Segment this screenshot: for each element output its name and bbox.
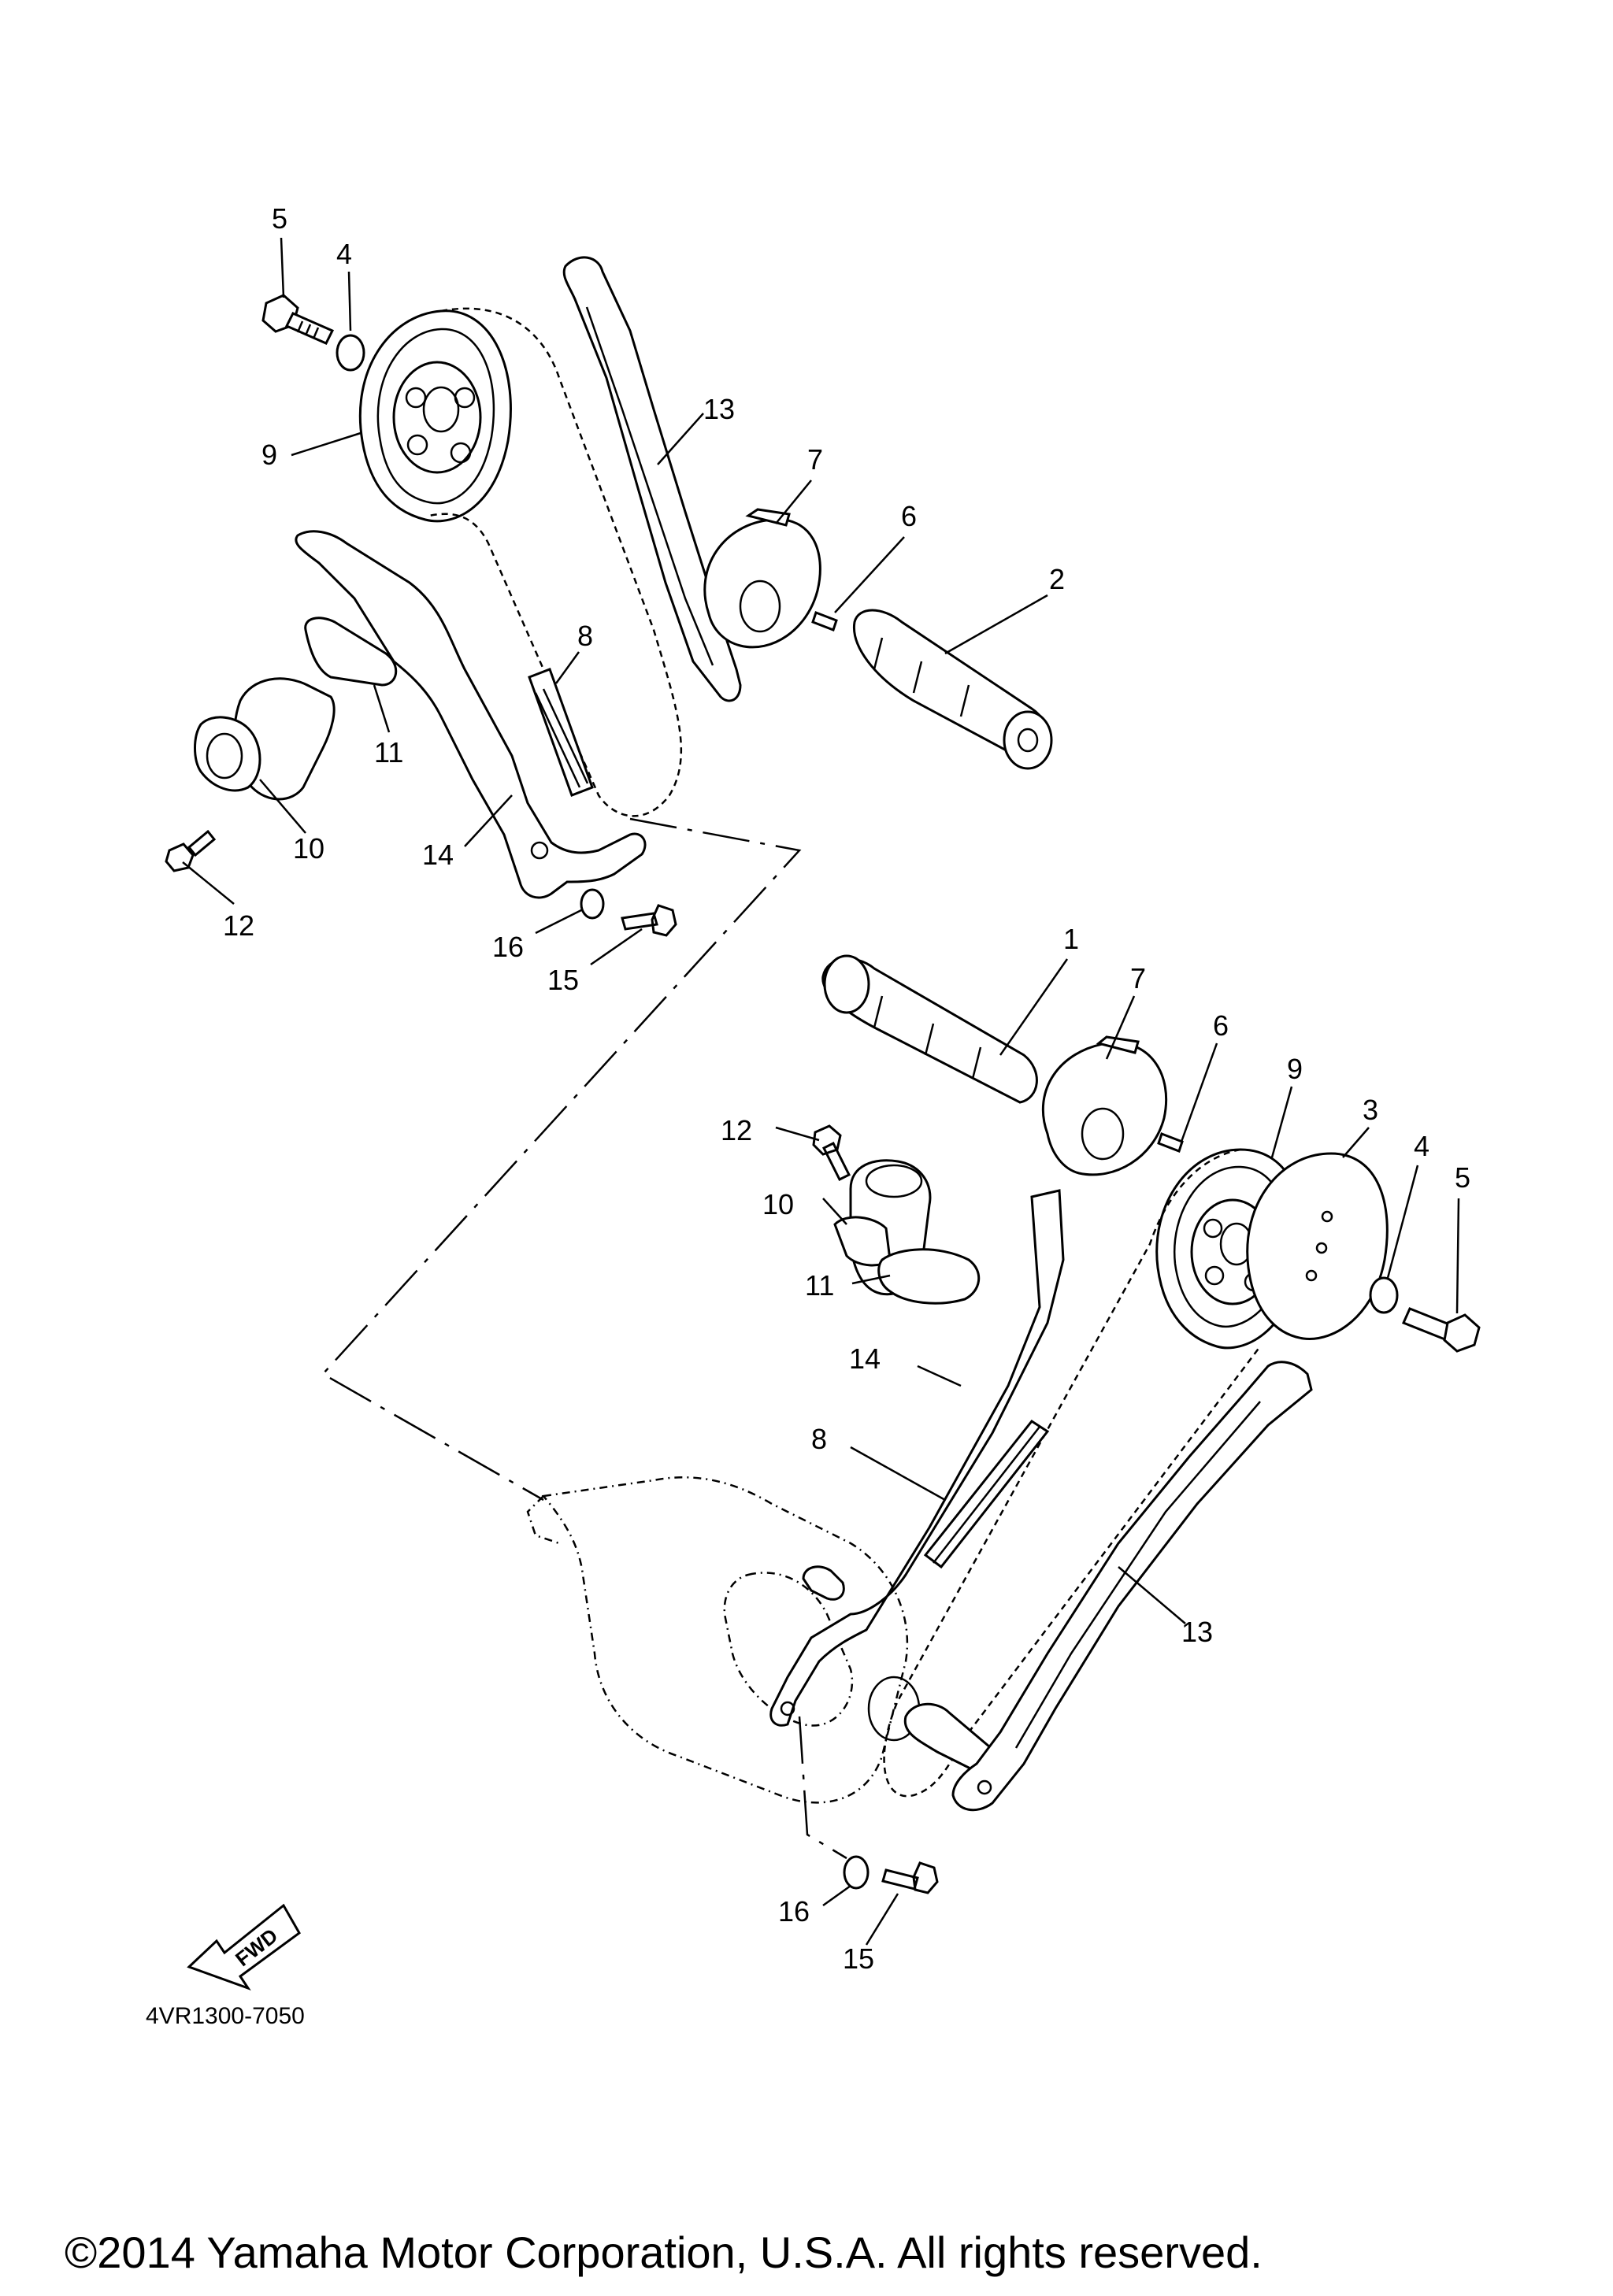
leader-lines <box>182 237 1460 1946</box>
cam-chain-loop-upper <box>428 307 683 817</box>
callouts: 5 4 9 13 7 6 2 8 11 10 14 12 16 15 1 7 6… <box>223 202 1470 1975</box>
plate-part-3 <box>1246 1152 1389 1340</box>
callout-upper-12: 12 <box>223 909 254 942</box>
callout-lower-13: 13 <box>1181 1616 1213 1648</box>
callout-lower-4: 4 <box>1414 1130 1429 1162</box>
gasket-part-11-upper <box>304 617 398 687</box>
camshaft-part-2 <box>852 609 1053 770</box>
callout-lower-14: 14 <box>849 1342 881 1375</box>
callout-upper-16: 16 <box>492 931 524 963</box>
bolt-part-15-lower <box>881 1861 939 1894</box>
upper-assembly <box>165 256 1053 937</box>
callout-upper-7: 7 <box>807 443 823 476</box>
copyright-notice: ©2014 Yamaha Motor Corporation, U.S.A. A… <box>65 2227 1263 2277</box>
callout-upper-6: 6 <box>901 500 917 532</box>
callout-upper-4: 4 <box>336 238 352 270</box>
callout-upper-8: 8 <box>577 620 593 652</box>
washer-part-16-lower <box>843 1855 870 1890</box>
rotor-part-7-upper <box>703 508 821 649</box>
callout-lower-1: 1 <box>1063 923 1079 955</box>
callout-upper-5: 5 <box>272 202 287 235</box>
tensioner-part-10-upper <box>194 677 336 801</box>
callout-upper-10: 10 <box>293 832 324 865</box>
callout-lower-7: 7 <box>1130 962 1146 994</box>
cam-chain-loop-lower <box>883 1148 1261 1798</box>
forward-direction-arrow: FWD <box>187 1903 301 1990</box>
washer-part-4-lower <box>1369 1276 1399 1314</box>
cam-chain-part-8-upper <box>528 668 594 797</box>
callout-lower-6: 6 <box>1213 1009 1229 1042</box>
crankshaft-outline <box>526 1476 909 1804</box>
callout-lower-16: 16 <box>778 1895 810 1928</box>
bolt-part-5-lower <box>1401 1307 1481 1353</box>
callout-upper-2: 2 <box>1049 563 1065 595</box>
projection-line-lower <box>798 1716 847 1860</box>
bolt-part-15-upper <box>621 904 677 937</box>
tensioner-guide-part-14-lower <box>769 1189 1065 1727</box>
cam-sprocket-part-9-upper <box>358 309 512 523</box>
callout-lower-9: 9 <box>1287 1053 1303 1085</box>
callout-lower-12: 12 <box>721 1114 752 1146</box>
lower-assembly <box>526 954 1481 1894</box>
callout-upper-11: 11 <box>374 736 403 768</box>
callout-lower-11: 11 <box>805 1269 834 1302</box>
chain-guide-part-13-lower <box>951 1361 1313 1812</box>
bolt-part-12-lower <box>812 1124 851 1182</box>
callout-lower-10: 10 <box>762 1188 794 1220</box>
chain-guide-part-13-upper <box>562 256 742 702</box>
callout-lower-8: 8 <box>811 1423 827 1455</box>
callout-upper-15: 15 <box>547 964 579 996</box>
callout-lower-3: 3 <box>1363 1094 1378 1126</box>
dowel-pin-part-6-upper <box>811 611 838 631</box>
callout-upper-9: 9 <box>261 439 277 471</box>
dowel-pin-part-6-lower <box>1157 1132 1184 1153</box>
callout-upper-13: 13 <box>703 393 735 425</box>
camshaft-part-1 <box>821 954 1038 1104</box>
washer-part-16-upper <box>580 888 605 920</box>
gasket-part-11-lower <box>877 1248 981 1305</box>
callout-lower-15: 15 <box>843 1942 874 1975</box>
bolt-part-5-upper <box>261 294 335 345</box>
washer-part-4-upper <box>336 334 365 372</box>
tensioner-guide-part-14-upper <box>295 530 647 899</box>
drawing-code: 4VR1300-7050 <box>146 2003 305 2029</box>
callout-lower-5: 5 <box>1455 1161 1470 1194</box>
callout-upper-14: 14 <box>422 839 454 871</box>
bolt-part-12-upper <box>165 829 217 872</box>
projection-line <box>321 817 802 1502</box>
rotor-part-7-lower <box>1041 1035 1168 1176</box>
